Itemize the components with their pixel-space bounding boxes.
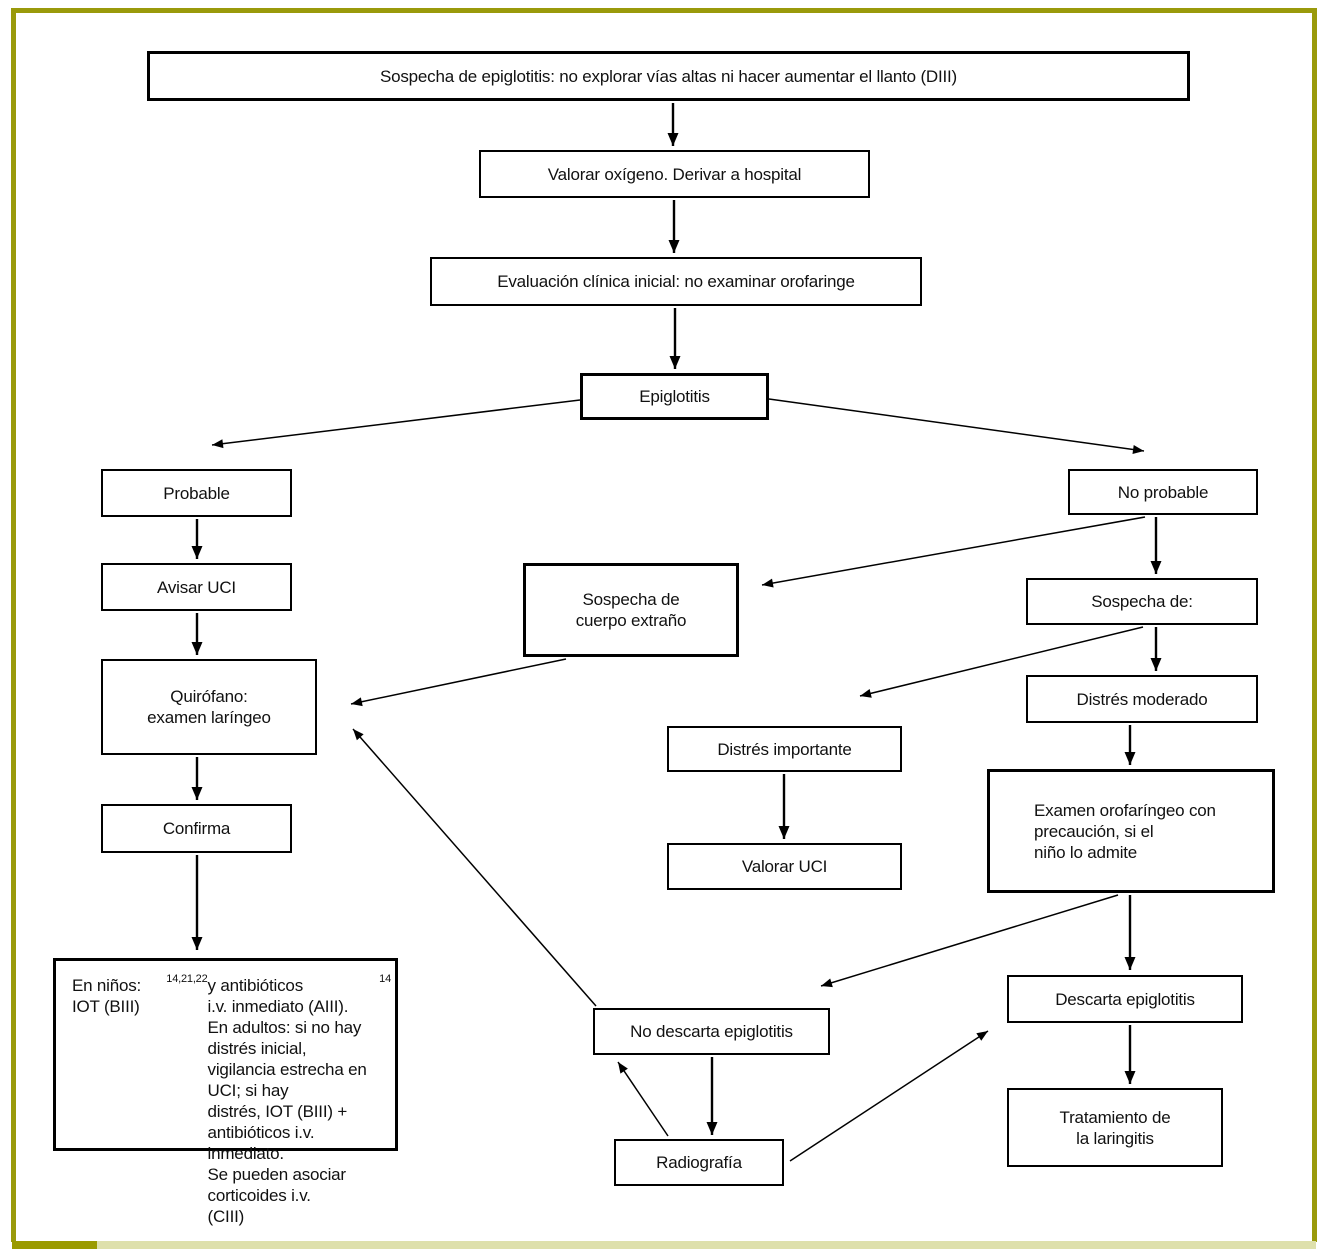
node-avisar-uci: Avisar UCI <box>101 563 292 611</box>
node-descarta-epiglotitis: Descarta epiglotitis <box>1007 975 1243 1023</box>
node-sospecha-de: Sospecha de: <box>1026 578 1258 625</box>
arrow-sospecha-cuerpo-to-quirofano <box>350 658 567 707</box>
node-no-descarta-epiglotitis: No descarta epiglotitis <box>593 1008 830 1055</box>
node-epiglotitis: Epiglotitis <box>580 373 769 420</box>
arrow-epiglotitis-to-probable <box>211 399 581 449</box>
node-sospecha-cuerpo-extrano: Sospecha de cuerpo extraño <box>523 563 739 657</box>
arrow-no-probable-to-sospecha-cuerpo <box>761 516 1146 588</box>
node-valorar-uci: Valorar UCI <box>667 843 902 890</box>
node-valorar-oxigeno: Valorar oxígeno. Derivar a hospital <box>479 150 870 198</box>
node-tratamiento-laringitis: Tratamiento de la laringitis <box>1007 1088 1223 1167</box>
node-probable: Probable <box>101 469 292 517</box>
node-evaluacion-clinica: Evaluación clínica inicial: no examinar … <box>430 257 922 306</box>
footer-bar-dark <box>12 1241 97 1249</box>
node-radiografia: Radiografía <box>614 1139 784 1186</box>
node-confirma: Confirma <box>101 804 292 853</box>
footer-bar-light <box>97 1241 1316 1249</box>
node-distres-importante: Distrés importante <box>667 726 902 772</box>
node-distres-moderado: Distrés moderado <box>1026 675 1258 723</box>
node-tratamiento-ninos-adultos: En niños: IOT (BIII)14,21,22 y antibióti… <box>53 958 398 1226</box>
node-sospecha-epiglotitis: Sospecha de epiglotitis: no explorar vía… <box>147 51 1190 101</box>
node-quirofano: Quirófano: examen laríngeo <box>101 659 317 755</box>
arrow-radiografia-to-no-descarta <box>617 1061 669 1137</box>
arrow-epiglotitis-to-no-probable <box>768 398 1145 454</box>
node-no-probable: No probable <box>1068 469 1258 515</box>
arrow-examen-to-no-descarta <box>820 894 1119 988</box>
node-examen-orofaringeo: Examen orofaríngeo con precaución, si el… <box>987 769 1275 893</box>
